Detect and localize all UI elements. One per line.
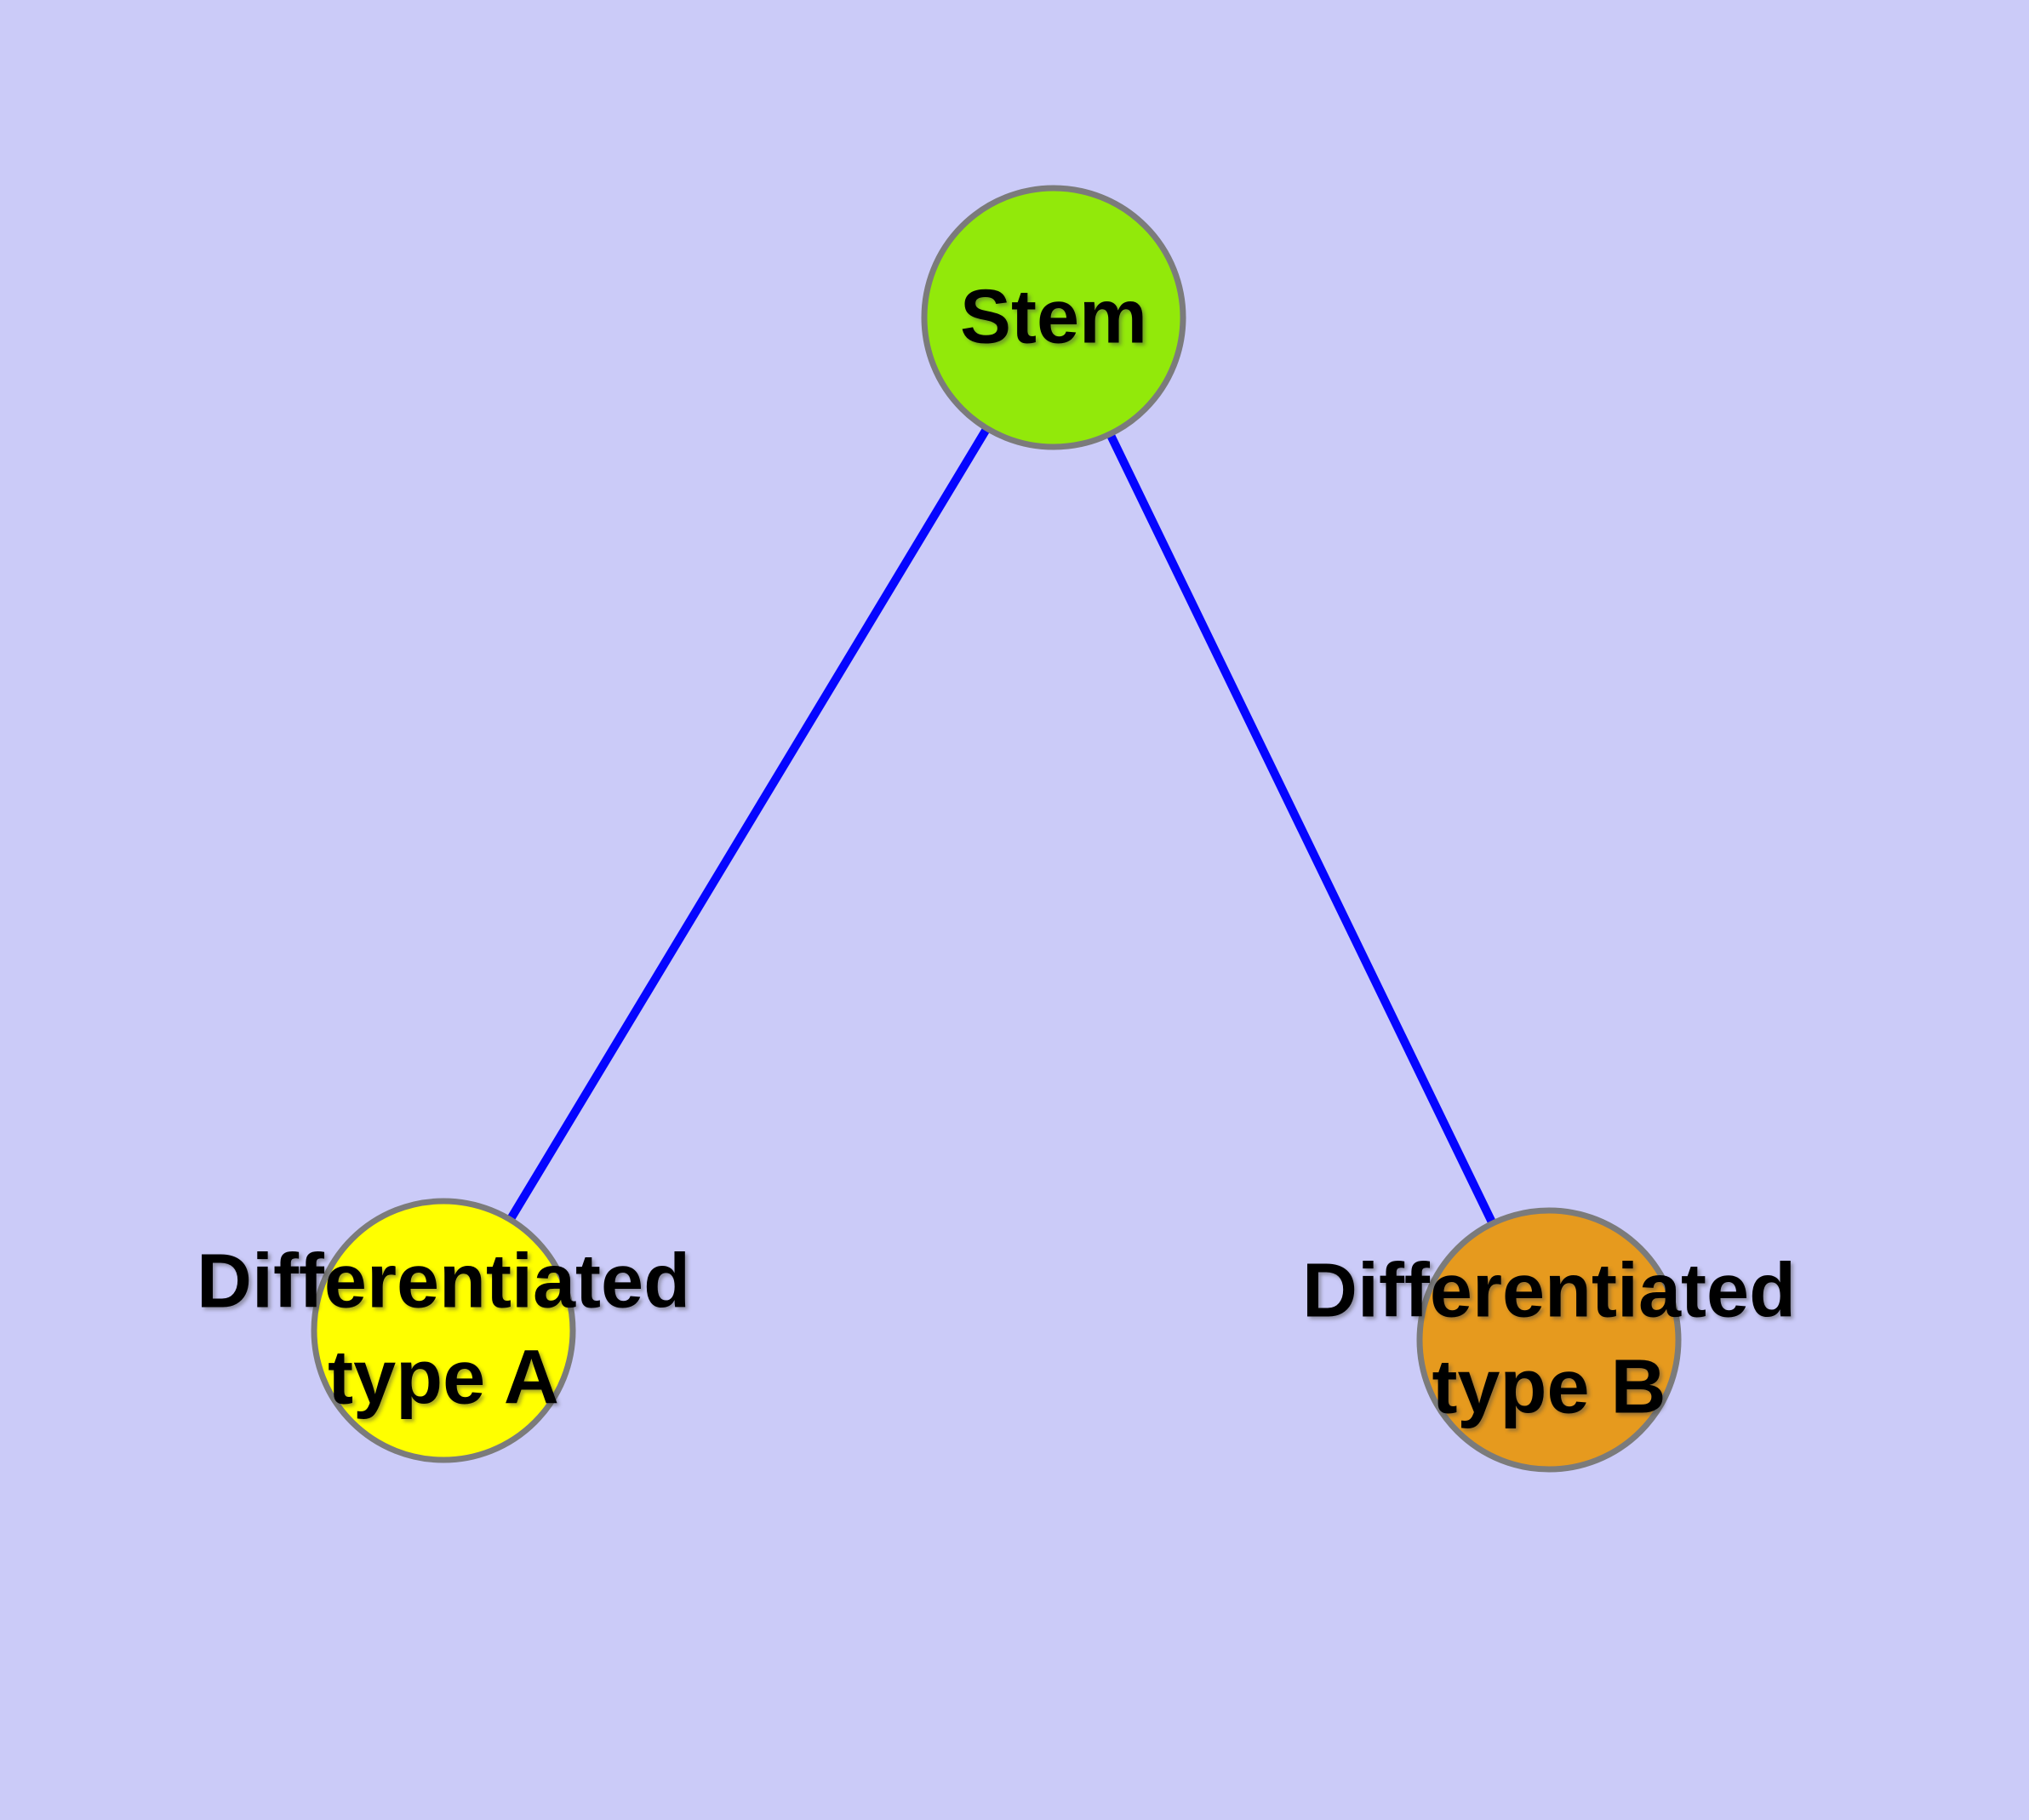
node-stem[interactable] — [921, 185, 1186, 450]
edge-stem-to-differentiated-type-a — [439, 315, 1058, 1333]
edge-stem-to-differentiated-type-b — [1049, 315, 1553, 1342]
node-differentiated-type-b[interactable] — [1416, 1207, 1682, 1473]
node-differentiated-type-a[interactable] — [311, 1198, 576, 1463]
